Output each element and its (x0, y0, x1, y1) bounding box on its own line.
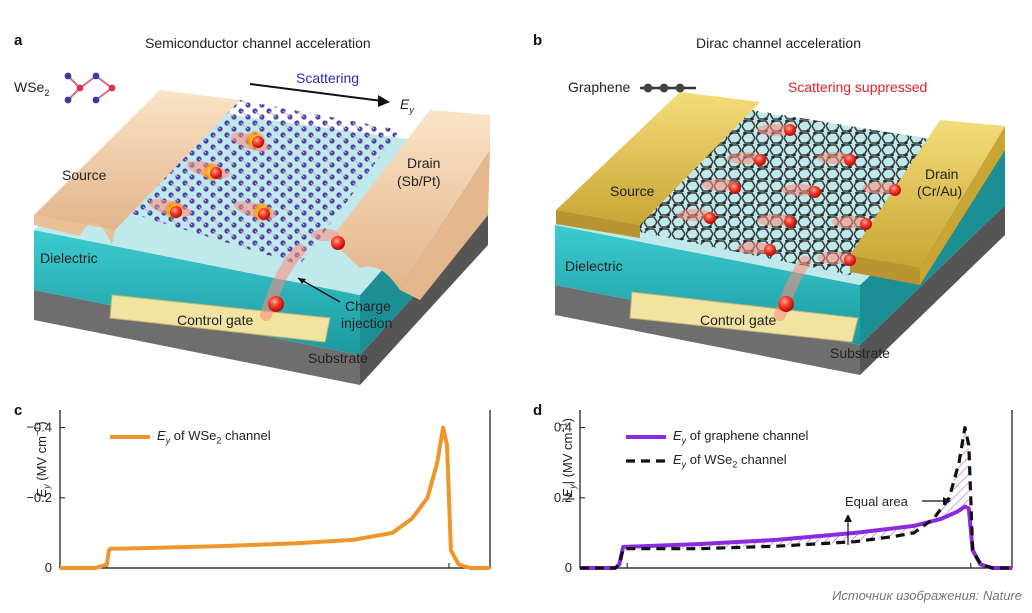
chart-d-ylabel: |Ey| (MV cm−1) (558, 417, 578, 501)
source-label-a: Source (62, 167, 107, 183)
chart-c-legend-label: Ey of WSe2 channel (157, 428, 271, 446)
dielectric-label-b: Dielectric (565, 258, 623, 274)
y-tick-label: 0.2 (554, 490, 572, 505)
chart-d-legend-label-1: Ey of graphene channel (673, 428, 809, 446)
y-tick-label: 0 (565, 560, 572, 575)
arrow-head-icon (943, 497, 951, 505)
chart-frame (579, 410, 1013, 569)
drain-metal-b: (Cr/Au) (917, 183, 963, 199)
y-tick-label: 0 (45, 560, 52, 575)
source-label-b: Source (610, 183, 655, 199)
charge-label: Charge (345, 298, 391, 314)
panel-a-title: Semiconductor channel acceleration (145, 35, 371, 51)
gate-label-b: Control gate (700, 312, 777, 328)
field-label-a: Ey (400, 96, 414, 115)
series-line-0 (580, 504, 1012, 570)
injection-label: injection (341, 315, 393, 331)
series-line-1 (580, 426, 1012, 570)
dielectric-label-a: Dielectric (40, 250, 98, 266)
substrate-label-a: Substrate (308, 350, 368, 366)
arrow-head-icon (844, 514, 852, 522)
image-credit: Источник изображения: Nature (832, 588, 1022, 603)
panel-b-label: b (533, 32, 543, 49)
equal-area-annotation: Equal area (845, 494, 908, 509)
wse2-molecule-icon (64, 72, 116, 104)
y-tick-label: 0.4 (554, 420, 572, 435)
panel-c-label: c (14, 402, 23, 419)
panel-d-label: d (533, 402, 543, 419)
graphene-label: Graphene (568, 79, 631, 95)
series-line-0 (60, 425, 490, 570)
drain-label-a: Drain (407, 155, 441, 171)
graphene-chain-icon (640, 83, 696, 93)
substrate-label-b: Substrate (830, 345, 890, 361)
chart-frame (59, 410, 491, 569)
drain-metal-a: (Sb/Pt) (397, 173, 441, 189)
y-tick-label: −0.2 (26, 490, 52, 505)
gate-label-a: Control gate (177, 312, 254, 328)
panel-b-title: Dirac channel acceleration (696, 35, 861, 51)
panel-a-label: a (14, 32, 23, 49)
drain-label-b: Drain (925, 166, 959, 182)
chart-d-legend-label-2: Ey of WSe2 channel (673, 452, 787, 470)
y-tick-label: −0.4 (26, 420, 52, 435)
wse2-label: WSe2 (14, 79, 50, 98)
scattering-label: Scattering (296, 70, 360, 86)
scattering-suppressed-label: Scattering suppressed (788, 79, 928, 95)
